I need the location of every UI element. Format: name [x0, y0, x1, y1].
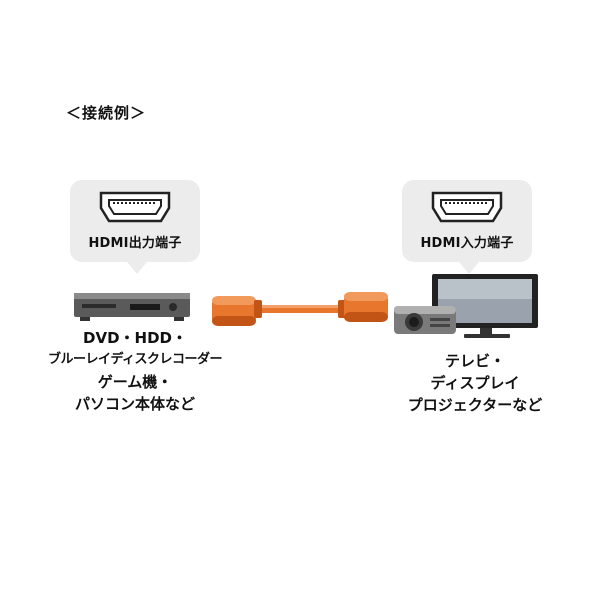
tv-projector-icon [394, 274, 538, 338]
hdmi-cable [212, 292, 388, 326]
recorder-device-icon [74, 293, 190, 321]
caption-line: ブルーレイディスクレコーダー [47, 352, 223, 367]
caption-line: パソコン本体など [74, 395, 195, 413]
caption-line: プロジェクターなど [407, 396, 543, 414]
left-connector [212, 296, 262, 326]
caption-line: DVD・HDD・ [83, 329, 187, 347]
hdmi-port-icon [99, 191, 171, 223]
right-connector [338, 292, 388, 322]
bubble-tail [459, 262, 479, 274]
destination-device-caption: テレビ・ ディスプレイ プロジェクターなど [380, 350, 570, 416]
hdmi-port-icon [431, 191, 503, 223]
caption-line: テレビ・ [444, 352, 505, 370]
caption-line: ゲーム機・ [97, 373, 173, 391]
caption-line: ディスプレイ [430, 374, 520, 392]
diagram-heading: ＜接続例＞ [66, 104, 147, 122]
input-port-bubble: HDMI入力端子 [402, 180, 532, 274]
source-device-caption: DVD・HDD・ ブルーレイディスクレコーダー ゲーム機・ パソコン本体など [40, 327, 230, 415]
cable-wire [250, 305, 350, 313]
projector-icon [394, 306, 456, 334]
output-port-bubble: HDMI出力端子 [70, 180, 200, 274]
bubble-tail [127, 262, 147, 274]
input-port-label: HDMI入力端子 [420, 236, 514, 251]
output-port-label: HDMI出力端子 [88, 236, 182, 251]
